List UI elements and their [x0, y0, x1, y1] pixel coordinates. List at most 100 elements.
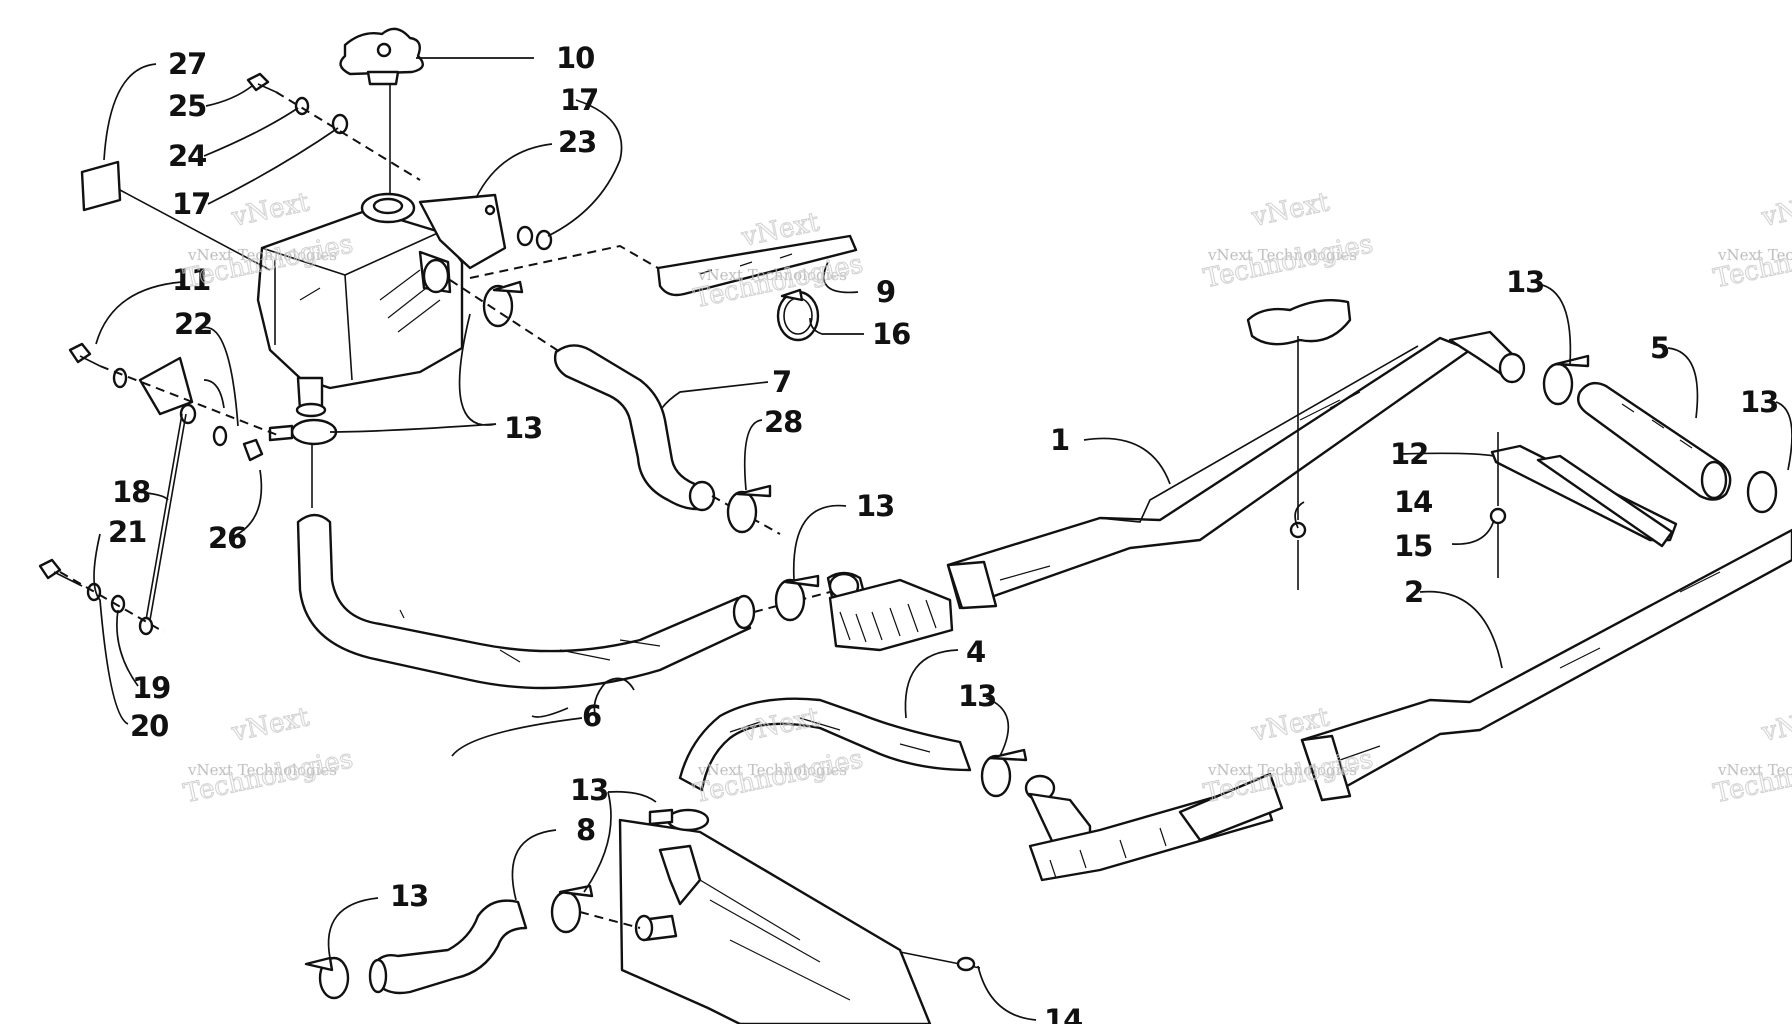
hose-clamp-hose8-left [304, 956, 350, 1000]
svg-text:Technologies: Technologies [1201, 744, 1376, 809]
washer-17b [516, 225, 534, 247]
watermark-4: vNext vNext Technologies Technologies [1711, 187, 1792, 295]
svg-text:vNext Technologies: vNext Technologies [1207, 246, 1357, 264]
callout-15: 15 [1394, 529, 1432, 563]
callout-26: 26 [208, 521, 246, 555]
screw-25 [246, 72, 277, 93]
hose-clamp-hose6 [774, 574, 820, 622]
tank-filler-neck [360, 192, 416, 224]
radiator-cap [339, 27, 424, 195]
hose-6 [296, 513, 756, 690]
hose-4 [678, 697, 972, 792]
callout-13e: 13 [958, 679, 996, 713]
callout-23: 23 [558, 125, 596, 159]
hose-clamp-tank-lower [268, 418, 338, 446]
mounting-bracket [418, 193, 507, 270]
radiator-inlet [658, 844, 702, 906]
callout-2: 2 [1404, 575, 1423, 609]
channel-bracket-12 [1490, 444, 1678, 548]
screw-21 [38, 558, 83, 587]
stay-rod-18 [149, 413, 187, 621]
rivet-15 [1489, 507, 1507, 525]
rivet-14-lower [899, 951, 981, 972]
callout-25: 25 [168, 89, 206, 123]
rivet-14-upper [1289, 521, 1307, 539]
hose-clamp-hose8 [550, 884, 594, 934]
callout-21: 21 [108, 515, 146, 549]
svg-text:Technologies: Technologies [1201, 229, 1376, 294]
callout-9: 9 [876, 275, 895, 309]
callout-13g: 13 [390, 879, 428, 913]
hose-5 [1577, 381, 1732, 501]
callout-13c: 13 [1506, 265, 1544, 299]
svg-text:vNext: vNext [228, 187, 312, 233]
hose-clamp-16 [776, 288, 820, 342]
svg-text:Technologies: Technologies [691, 744, 866, 809]
leader-lines [93, 57, 1792, 1021]
hose-9 [656, 234, 858, 297]
svg-text:vNext Technologies: vNext Technologies [1717, 246, 1792, 264]
stay-rod-eye [138, 616, 154, 636]
tank-spigot [418, 250, 452, 294]
callout-8: 8 [576, 813, 595, 847]
callout-28: 28 [764, 405, 802, 439]
callout-4: 4 [966, 635, 985, 669]
callout-18: 18 [112, 475, 150, 509]
hose-clamp-hose4 [980, 748, 1028, 798]
callout-7: 7 [772, 365, 791, 399]
heat-exchanger-1 [946, 336, 1472, 610]
svg-text:vNext: vNext [1248, 187, 1332, 233]
svg-text:vNext Technologies: vNext Technologies [187, 761, 337, 779]
svg-text:vNext: vNext [228, 702, 312, 748]
callout-14a: 14 [1394, 485, 1432, 519]
hose-clamp-28 [726, 484, 772, 534]
watermark-8: vNext vNext Technologies Technologies [1711, 702, 1792, 810]
callout-11: 11 [172, 263, 210, 297]
callout-5: 5 [1650, 331, 1669, 365]
callout-13f: 13 [570, 773, 608, 807]
watermark-3: vNext vNext Technologies Technologies [1201, 187, 1377, 295]
callout-27: 27 [168, 47, 206, 81]
svg-text:vNext Technologies: vNext Technologies [1207, 761, 1357, 779]
washer-22b [179, 403, 197, 425]
rail-decal [1246, 299, 1352, 346]
hose-clamp-right [1746, 470, 1778, 514]
callout-17b: 17 [560, 83, 598, 117]
callout-10: 10 [556, 41, 594, 75]
svg-text:vNext Technologies: vNext Technologies [1717, 761, 1792, 779]
connector-lower-block [1178, 772, 1284, 842]
hose-8 [368, 899, 528, 995]
callout-19: 19 [132, 671, 170, 705]
callout-14b: 14 [1044, 1003, 1082, 1024]
hose-clamp-rail1 [1542, 354, 1590, 406]
washer-22c [212, 425, 228, 447]
heat-exchanger-2 [1300, 528, 1792, 802]
callout-13b: 13 [856, 489, 894, 523]
nut-26 [242, 438, 264, 462]
hose-clamp-tank-upper [482, 280, 524, 328]
svg-text:Technologies: Technologies [1711, 744, 1792, 809]
callout-24: 24 [168, 139, 206, 173]
svg-text:vNext Technologies: vNext Technologies [697, 266, 847, 284]
svg-text:Technologies: Technologies [181, 744, 356, 809]
callout-1: 1 [1050, 423, 1069, 457]
callout-16: 16 [872, 317, 910, 351]
svg-text:vNext: vNext [1758, 187, 1792, 233]
callout-20: 20 [130, 709, 168, 743]
screw-11 [68, 342, 101, 367]
callout-22: 22 [174, 307, 212, 341]
callout-labels: 27 25 24 17 10 17 23 9 16 11 22 13 7 28 … [108, 41, 1779, 1024]
coolant-tank [256, 208, 464, 418]
svg-text:vNext Technologies: vNext Technologies [697, 761, 847, 779]
connector-rail1-end [1448, 330, 1526, 384]
hose-clamp-radiator-upper [648, 808, 710, 832]
callout-17a: 17 [172, 187, 210, 221]
callout-13a: 13 [504, 411, 542, 445]
callout-13d: 13 [1740, 385, 1778, 419]
svg-text:vNext Technologies: vNext Technologies [187, 246, 337, 264]
callout-6: 6 [582, 699, 601, 733]
decal [80, 160, 122, 212]
callout-12: 12 [1390, 437, 1428, 471]
svg-text:Technologies: Technologies [1711, 229, 1792, 294]
